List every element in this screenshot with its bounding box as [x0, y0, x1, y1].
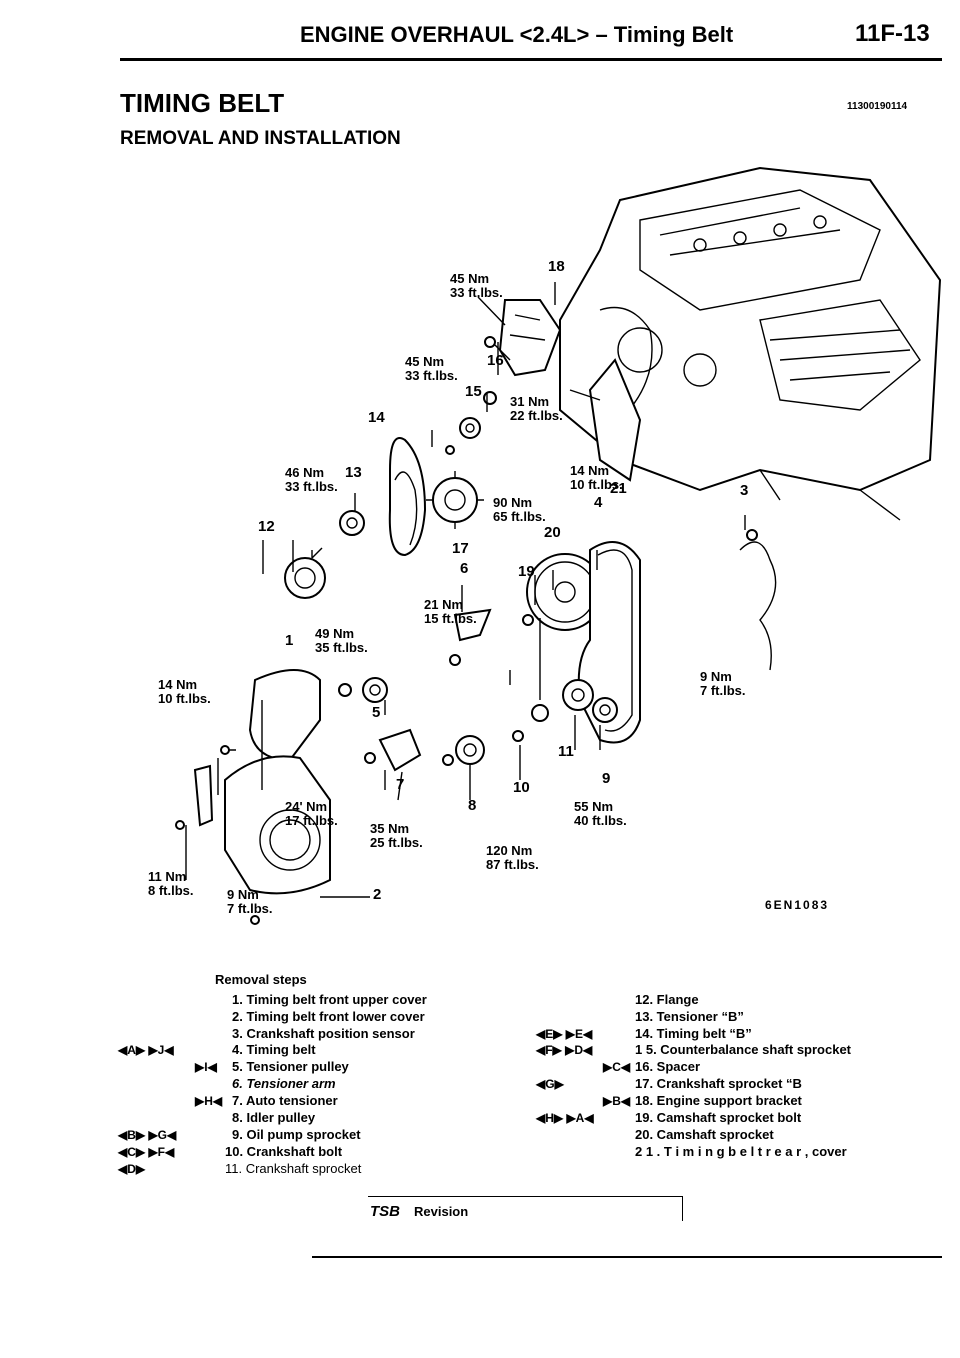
step-4-marks: ◀A▶ ▶J◀ — [118, 1043, 174, 1057]
callout-17: 17 — [452, 540, 469, 557]
figure-code: 6EN1083 — [765, 898, 830, 912]
step-2: 2. Timing belt front lower cover — [232, 1009, 425, 1024]
step-10: 10. Crankshaft bolt — [225, 1144, 343, 1159]
step-14-marks: ◀E▶ ▶E◀ — [536, 1027, 593, 1041]
callout-12: 12 — [258, 518, 275, 535]
step-6: 6. Tensioner arm — [232, 1076, 336, 1091]
step-15-marks: ◀F▶ ▶D◀ — [536, 1043, 593, 1057]
callout-2: 2 — [373, 886, 382, 903]
section-subtitle: REMOVAL AND INSTALLATION — [120, 128, 401, 149]
step-10-marks: ◀C▶ ▶F◀ — [118, 1145, 175, 1159]
callout-20: 20 — [544, 524, 561, 541]
step-3: 3. Crankshaft position sensor — [232, 1026, 415, 1041]
step-18-marks: ▶B◀ — [603, 1094, 631, 1108]
step-7: 7. Auto tensioner — [232, 1093, 338, 1108]
step-9: 9. Oil pump sprocket — [232, 1127, 361, 1142]
page-header-title: ENGINE OVERHAUL <2.4L> – Timing Belt — [300, 22, 734, 47]
callout-16: 16 — [487, 352, 504, 369]
callout-19: 19 — [518, 563, 535, 580]
tsb-label: TSB — [370, 1203, 400, 1220]
callout-3: 3 — [740, 482, 749, 499]
step-19: 19. Camshaft sprocket bolt — [635, 1110, 802, 1125]
step-4: 4. Timing belt — [232, 1042, 316, 1057]
step-7-marks: ▶H◀ — [195, 1094, 223, 1108]
step-5-marks: ▶I◀ — [195, 1060, 217, 1074]
footer-rule — [312, 1256, 942, 1258]
step-15: 1 5. Counterbalance shaft sprocket — [635, 1042, 852, 1057]
callout-11: 11 — [558, 743, 574, 760]
step-13: 13. Tensioner “B” — [635, 1009, 744, 1024]
engine-block-illustration — [559, 166, 942, 521]
step-5: 5. Tensioner pulley — [232, 1059, 349, 1074]
step-11: 11. Crankshaft sprocket — [225, 1161, 362, 1176]
step-21: 2 1 . T i m i n g b e l t r e a r , cove… — [635, 1144, 847, 1159]
callout-21: 21 — [610, 480, 627, 497]
section-code: 11300190114 — [847, 101, 908, 112]
callout-5: 5 — [372, 704, 381, 721]
callout-9: 9 — [602, 770, 611, 787]
callout-1: 1 — [285, 632, 294, 649]
step-1: 1. Timing belt front upper cover — [232, 992, 427, 1007]
callout-4: 4 — [594, 494, 603, 511]
step-11-marks: ◀D▶ — [118, 1162, 146, 1176]
step-17-marks: ◀G▶ — [536, 1077, 564, 1091]
removal-steps-heading: Removal steps — [215, 972, 307, 987]
timing-belt-exploded-view — [175, 166, 942, 925]
step-19-marks: ◀H▶ ▶A◀ — [536, 1111, 594, 1125]
callout-7: 7 — [396, 776, 405, 793]
tsb-revision-box: TSB Revision — [368, 1196, 683, 1221]
callout-18: 18 — [548, 258, 565, 275]
section-title: TIMING BELT — [120, 88, 285, 118]
page-number: 11F-13 — [855, 20, 930, 47]
step-18: 18. Engine support bracket — [635, 1093, 802, 1108]
step-16-marks: ▶C◀ — [603, 1060, 631, 1074]
revision-label: Revision — [414, 1204, 469, 1219]
step-20: 20. Camshaft sprocket — [635, 1127, 774, 1142]
step-9-marks: ◀B▶ ▶G◀ — [118, 1128, 177, 1142]
step-17: 17. Crankshaft sprocket “B — [635, 1076, 802, 1091]
step-16: 16. Spacer — [635, 1059, 701, 1074]
callout-13: 13 — [345, 464, 362, 481]
step-12: 12. Flange — [635, 992, 699, 1007]
callout-6: 6 — [460, 560, 469, 577]
callout-14: 14 — [368, 409, 385, 426]
step-8: 8. Idler pulley — [232, 1110, 316, 1125]
callout-15: 15 — [465, 383, 482, 400]
callout-10: 10 — [513, 779, 530, 796]
step-14: 14. Timing belt “B” — [635, 1026, 752, 1041]
header-rule — [120, 58, 942, 61]
callout-8: 8 — [468, 797, 477, 814]
